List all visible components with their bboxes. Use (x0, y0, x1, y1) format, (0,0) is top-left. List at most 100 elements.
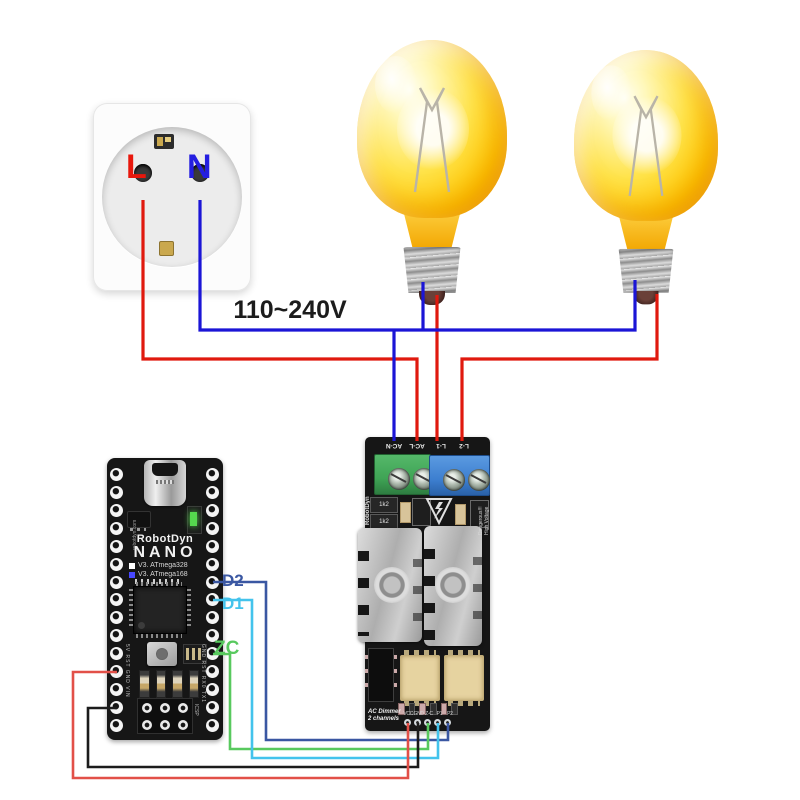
d1-label: D1 (222, 594, 244, 613)
control-pin-pads (404, 719, 455, 726)
pin-hole (206, 718, 219, 732)
module-name-line1: AC Dimmer (368, 709, 401, 715)
pin-hole (110, 521, 123, 535)
pin-hole (110, 575, 123, 589)
zero-cross-detector-ic (365, 648, 397, 702)
pin-hole (206, 683, 219, 697)
wire-bulb2-to-l2 (460, 294, 659, 441)
icsp-hole (142, 702, 152, 713)
light-bulb-1 (357, 40, 507, 306)
pin-hole (206, 503, 219, 517)
pin-pad (414, 719, 421, 726)
smd-capacitor (400, 502, 411, 523)
smd-resistor (155, 670, 166, 698)
d2-label: D2 (222, 571, 244, 590)
pin-hole (206, 665, 219, 679)
chip-pins-right (187, 589, 191, 629)
live-label: L (126, 148, 147, 186)
pin-hole (110, 683, 123, 697)
neutral-label: N (187, 148, 212, 186)
pin-hole (206, 593, 219, 607)
nano-model: NANO (133, 544, 197, 561)
smd-resistor-row (139, 670, 199, 698)
silkscreen-right-pins: GND RST RX0 TX1 (200, 644, 206, 703)
pin-pad (444, 719, 451, 726)
icsp-hole (178, 702, 188, 713)
varistor-symbol (425, 498, 453, 526)
blue-square-icon (129, 571, 135, 578)
pin-hole (110, 468, 123, 481)
pin-label-zc: Z-C (425, 711, 433, 717)
optocoupler-2 (444, 650, 484, 706)
heatsink-triac-1 (358, 528, 422, 642)
high-voltage-warning: Dangerous!!! High Voltage (478, 457, 490, 535)
pin-hole (110, 647, 123, 661)
terminal-screw[interactable] (388, 468, 410, 490)
variant-atmega168: V3. ATmega168 (129, 571, 188, 578)
bulb-highlight (375, 56, 417, 114)
pin-hole (110, 539, 123, 553)
icsp-label: ICSP (193, 704, 199, 716)
optocoupler-1 (400, 650, 440, 706)
pin-hole (110, 485, 123, 499)
module-name-line2: 2 channels (368, 716, 400, 722)
pin-label-p1: P1 (436, 711, 443, 717)
pin-hole (110, 557, 123, 571)
load-output-terminal[interactable] (429, 455, 490, 496)
pin-hole (110, 611, 123, 625)
bulb-screw-base (618, 248, 674, 293)
icsp-hole (178, 719, 188, 730)
pin-pad (434, 719, 441, 726)
triac-mount-hole (374, 567, 410, 603)
pin-column-right (206, 468, 219, 732)
terminal-screw[interactable] (443, 469, 465, 491)
bulb-filament (413, 87, 451, 193)
silkscreen-pads (135, 579, 183, 584)
pin-pad (424, 719, 431, 726)
terminal-label-acl: AC-L (409, 442, 425, 449)
socket-ground-clip-top (154, 134, 174, 149)
smd-ic (412, 498, 431, 526)
pin-label-p2: P2 (447, 711, 453, 717)
bulb-contact-tip (633, 290, 659, 305)
light-bulb-2 (574, 50, 718, 305)
white-square-icon (129, 562, 135, 569)
warning-line2: High Voltage (484, 506, 490, 535)
terminal-label-l2: L-2 (459, 442, 469, 449)
atmega-chip (129, 582, 191, 638)
socket-neutral-hole (191, 164, 209, 182)
silkscreen-left-pins: 5V RST GND VIN (124, 644, 130, 698)
pin-column-left (110, 468, 123, 732)
pin-hole (206, 557, 219, 571)
pin-hole (206, 485, 219, 499)
terminal-screw[interactable] (468, 469, 490, 491)
bulb-filament (628, 95, 664, 197)
pin-hole (110, 629, 123, 643)
bulb-highlight (591, 65, 632, 122)
smd-capacitor (455, 504, 466, 525)
variant-atmega328: V3. ATmega328 (129, 562, 188, 569)
chip-pin1-dot (138, 622, 145, 629)
pin-label-gnd: GND (413, 711, 425, 717)
module-name: AC Dimmer 2 channels (368, 709, 401, 723)
pin-hole (206, 468, 219, 481)
pin-pad (404, 719, 411, 726)
smd-resistor (139, 670, 150, 698)
smd-resistor (188, 670, 199, 698)
ac-input-terminal[interactable] (374, 454, 435, 495)
pin-hole (110, 700, 123, 714)
icsp-header (137, 698, 193, 734)
wall-socket (93, 103, 251, 291)
pin-hole (206, 521, 219, 535)
socket-live-hole (134, 164, 152, 182)
resistor-1k2: 1k2 (370, 497, 398, 513)
icsp-hole (160, 702, 170, 713)
pin-hole (206, 611, 219, 625)
smd-component (183, 644, 207, 664)
variant-328-label: V3. ATmega328 (138, 562, 188, 569)
bulb-screw-base (403, 247, 461, 293)
reset-button[interactable] (147, 642, 177, 666)
nano-brand: RobotDyn (136, 533, 194, 545)
pin-hole (110, 593, 123, 607)
lightning-icon (434, 502, 443, 519)
